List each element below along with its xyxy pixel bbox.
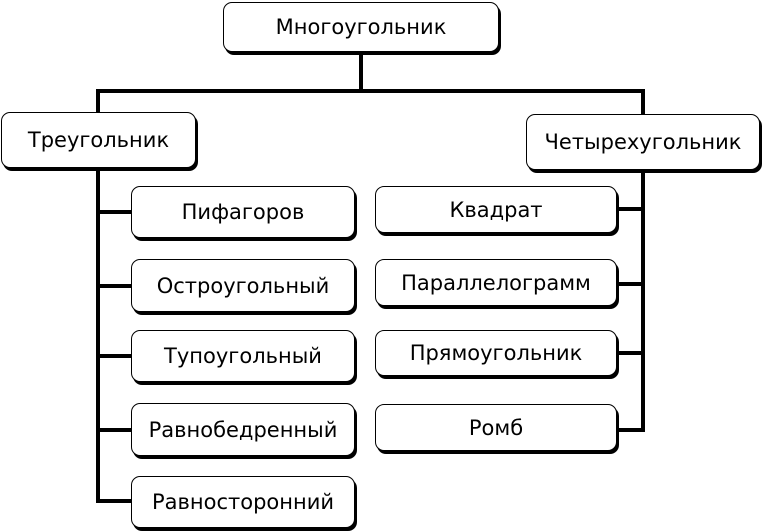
triangle-child-3: Тупоугольный	[131, 330, 355, 382]
quadrilateral-child-2: Параллелограмм	[375, 259, 617, 306]
triangle-child-label: Равносторонний	[151, 490, 335, 514]
quadrilateral-child-label: Ромб	[468, 415, 524, 440]
triangle-child-4: Равнобедренный	[131, 403, 355, 456]
triangle-child-1: Пифагоров	[131, 186, 355, 238]
triangle-child-label: Тупоугольный	[164, 344, 322, 368]
quadrilateral-child-3: Прямоугольник	[375, 330, 617, 376]
quadrilateral-child-label: Квадрат	[449, 197, 543, 222]
root-node: Многоугольник	[223, 2, 499, 52]
root-label: Многоугольник	[275, 15, 447, 39]
quadrilateral-child-4: Ромб	[375, 404, 617, 451]
quadrilateral-node: Четырехугольник	[526, 114, 760, 170]
quadrilateral-child-label: Параллелограмм	[401, 270, 591, 295]
triangle-child-label: Пифагоров	[181, 200, 305, 224]
triangle-child-5: Равносторонний	[131, 476, 355, 528]
triangle-child-label: Остроугольный	[156, 273, 330, 298]
triangle-child-label: Равнобедренный	[148, 417, 338, 442]
triangle-node: Треугольник	[1, 112, 196, 168]
triangle-label: Треугольник	[27, 128, 170, 152]
quadrilateral-label: Четырехугольник	[544, 130, 742, 154]
triangle-child-2: Остроугольный	[131, 259, 355, 312]
quadrilateral-child-1: Квадрат	[375, 186, 617, 233]
quadrilateral-child-label: Прямоугольник	[409, 341, 583, 365]
